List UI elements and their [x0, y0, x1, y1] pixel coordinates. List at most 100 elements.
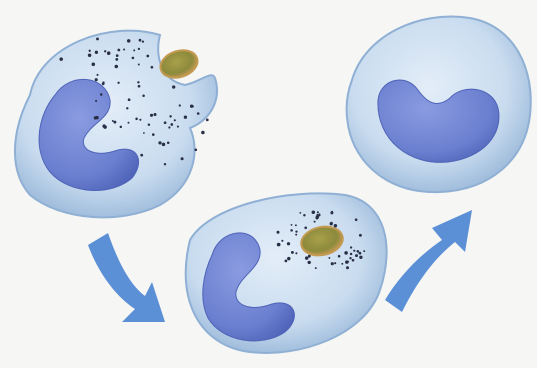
cell-engulfing [15, 31, 217, 218]
granule-dot [143, 132, 145, 134]
arrow-engulf-to-digest [88, 233, 165, 322]
cell-resting [347, 17, 531, 193]
granule-dot [334, 262, 336, 264]
granule-dot [194, 148, 197, 151]
granule-dot [135, 118, 138, 121]
granule-dot [132, 57, 135, 60]
granule-dot [96, 37, 99, 40]
granule-dot [113, 121, 116, 124]
granule-dot [153, 113, 156, 116]
granule-dot [139, 39, 142, 42]
granule-dot [138, 85, 141, 88]
granule-dot [290, 229, 293, 232]
granule-dot [304, 226, 307, 229]
granule-dot [287, 257, 290, 260]
granule-dot [338, 255, 341, 258]
granule-dot [172, 85, 175, 88]
granule-dot [285, 260, 288, 263]
granule-dot [334, 224, 337, 227]
granule-dot [359, 256, 362, 259]
granule-dot [295, 230, 297, 232]
granule-dot [139, 119, 141, 121]
granule-dot [277, 243, 281, 247]
granule-dot [89, 50, 91, 52]
granule-dot [316, 214, 318, 216]
granule-dot [128, 122, 130, 124]
granule-dot [344, 251, 348, 255]
granule-dot [331, 262, 334, 265]
granule-dot [308, 255, 311, 258]
granule-dot [169, 115, 171, 117]
granule-dot [352, 259, 355, 262]
granule-dot [138, 48, 140, 50]
granule-dot [276, 231, 279, 234]
granule-dot [116, 54, 119, 57]
arrow-digest-to-rest [385, 210, 472, 312]
granule-dot [140, 154, 143, 157]
granule-dot [162, 143, 166, 147]
granule-dot [115, 65, 118, 68]
granule-dot [197, 112, 200, 115]
granule-dot [315, 267, 317, 269]
granule-dot [295, 224, 297, 226]
granule-dot [148, 123, 150, 125]
granule-dot [95, 78, 98, 81]
granule-dot [179, 104, 181, 106]
granule-dot [142, 95, 145, 98]
granule-dot [120, 126, 122, 128]
granule-dot [353, 250, 355, 252]
granule-dot [158, 141, 161, 144]
granule-dot [112, 120, 114, 122]
granule-dot [281, 240, 283, 242]
granule-dot [328, 257, 330, 259]
granule-dot [349, 257, 351, 259]
granule-dot [295, 252, 297, 254]
granule-dot [181, 157, 184, 160]
granule-dot [291, 224, 293, 226]
granule-dot [123, 48, 125, 50]
granule-dot [303, 214, 305, 216]
granule-dot [168, 126, 170, 128]
granule-dot [319, 214, 321, 216]
granule-dot [151, 66, 154, 69]
granule-dot [94, 116, 97, 119]
granule-dot [88, 54, 92, 58]
granule-dot [127, 39, 131, 43]
granule-dot [346, 266, 349, 269]
granule-dot [152, 133, 155, 136]
granule-dot [128, 98, 131, 101]
granule-dot [95, 100, 97, 102]
granule-dot [104, 50, 106, 52]
granule-dot [115, 58, 118, 61]
granule-dot [299, 212, 301, 214]
granule-dot [330, 211, 333, 214]
granule-dot [150, 114, 153, 117]
granule-dot [177, 126, 179, 128]
granule-dot [170, 123, 173, 126]
granule-dot [291, 251, 294, 254]
arrow-2-shaft [385, 210, 472, 312]
granule-dot [295, 234, 297, 236]
granule-dot [146, 55, 149, 58]
granule-dot [184, 116, 187, 119]
granule-dot [192, 105, 194, 107]
granule-dot [206, 119, 209, 122]
granule-dot [201, 131, 205, 135]
granule-dot [92, 63, 96, 67]
granule-dot [355, 218, 358, 221]
granule-dot [308, 261, 311, 264]
granule-dot [350, 246, 352, 248]
granule-dot [133, 49, 135, 51]
arrow-1-shaft [88, 233, 165, 322]
granule-dot [102, 124, 105, 127]
granule-dot [317, 211, 319, 213]
granule-dot [357, 250, 360, 253]
granule-dot [363, 250, 365, 252]
granule-dot [341, 263, 343, 265]
granule-dot [312, 211, 316, 215]
granule-dot [59, 57, 63, 61]
granule-dot [126, 107, 128, 109]
granule-dot [164, 121, 167, 124]
